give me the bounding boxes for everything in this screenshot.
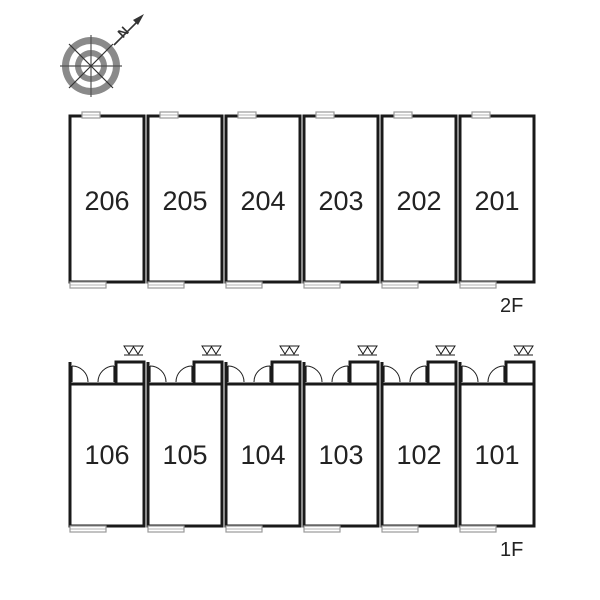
door-swing — [253, 365, 271, 383]
window-bottom — [147, 281, 185, 289]
unit-201: 201 — [458, 111, 536, 289]
window-bottom — [225, 525, 263, 533]
meter-box-icon — [279, 345, 300, 356]
door-swing — [97, 365, 115, 383]
floor-2f: 206 205 204 203 202 201 2F — [68, 111, 536, 317]
north-label: N — [115, 24, 132, 41]
door-swing — [149, 365, 167, 383]
window-top — [471, 111, 491, 119]
door-swing — [409, 365, 427, 383]
floor-label-1f: 1F — [500, 539, 523, 561]
unit-label: 102 — [396, 440, 441, 470]
meter-box-icon — [513, 345, 534, 356]
unit-label: 202 — [396, 186, 441, 216]
unit-label: 105 — [162, 440, 207, 470]
door-swing — [461, 365, 479, 383]
unit-label: 206 — [84, 186, 129, 216]
unit-label: 205 — [162, 186, 207, 216]
door-swing — [305, 365, 323, 383]
unit-label: 104 — [240, 440, 285, 470]
window-bottom — [459, 525, 497, 533]
door-swing — [383, 365, 401, 383]
unit-204: 204 — [224, 111, 302, 289]
meter-box-icon — [357, 345, 378, 356]
unit-102: 102 — [380, 345, 458, 533]
floor-1f-units: 106 105 104 103 102 101 — [68, 345, 536, 533]
unit-106: 106 — [68, 345, 146, 533]
unit-label: 106 — [84, 440, 129, 470]
unit-104: 104 — [224, 345, 302, 533]
meter-box-icon — [435, 345, 456, 356]
window-bottom — [381, 525, 419, 533]
window-top — [315, 111, 335, 119]
unit-103: 103 — [302, 345, 380, 533]
unit-label: 103 — [318, 440, 363, 470]
window-bottom — [381, 281, 419, 289]
window-bottom — [69, 281, 107, 289]
window-top — [393, 111, 413, 119]
meter-box-icon — [201, 345, 222, 356]
window-top — [237, 111, 257, 119]
window-top — [159, 111, 179, 119]
window-bottom — [303, 281, 341, 289]
unit-label: 203 — [318, 186, 363, 216]
compass-rose-icon — [60, 35, 122, 97]
door-swing — [227, 365, 245, 383]
compass: N — [60, 14, 144, 97]
unit-label: 101 — [474, 440, 519, 470]
unit-203: 203 — [302, 111, 380, 289]
meter-box-icon — [123, 345, 144, 356]
unit-205: 205 — [146, 111, 224, 289]
floor-label-2f: 2F — [500, 295, 523, 317]
unit-105: 105 — [146, 345, 224, 533]
unit-label: 204 — [240, 186, 285, 216]
window-bottom — [459, 281, 497, 289]
door-swing — [331, 365, 349, 383]
unit-206: 206 — [68, 111, 146, 289]
floor-1f: 106 105 104 103 102 101 1F — [68, 345, 536, 561]
door-swing — [71, 365, 89, 383]
door-swing — [487, 365, 505, 383]
window-top — [81, 111, 101, 119]
unit-202: 202 — [380, 111, 458, 289]
window-bottom — [225, 281, 263, 289]
unit-label: 201 — [474, 186, 519, 216]
window-bottom — [303, 525, 341, 533]
door-swing — [175, 365, 193, 383]
north-arrow-icon — [113, 14, 144, 46]
floor-2f-units: 206 205 204 203 202 201 — [68, 111, 536, 289]
unit-101: 101 — [458, 345, 536, 533]
window-bottom — [69, 525, 107, 533]
window-bottom — [147, 525, 185, 533]
